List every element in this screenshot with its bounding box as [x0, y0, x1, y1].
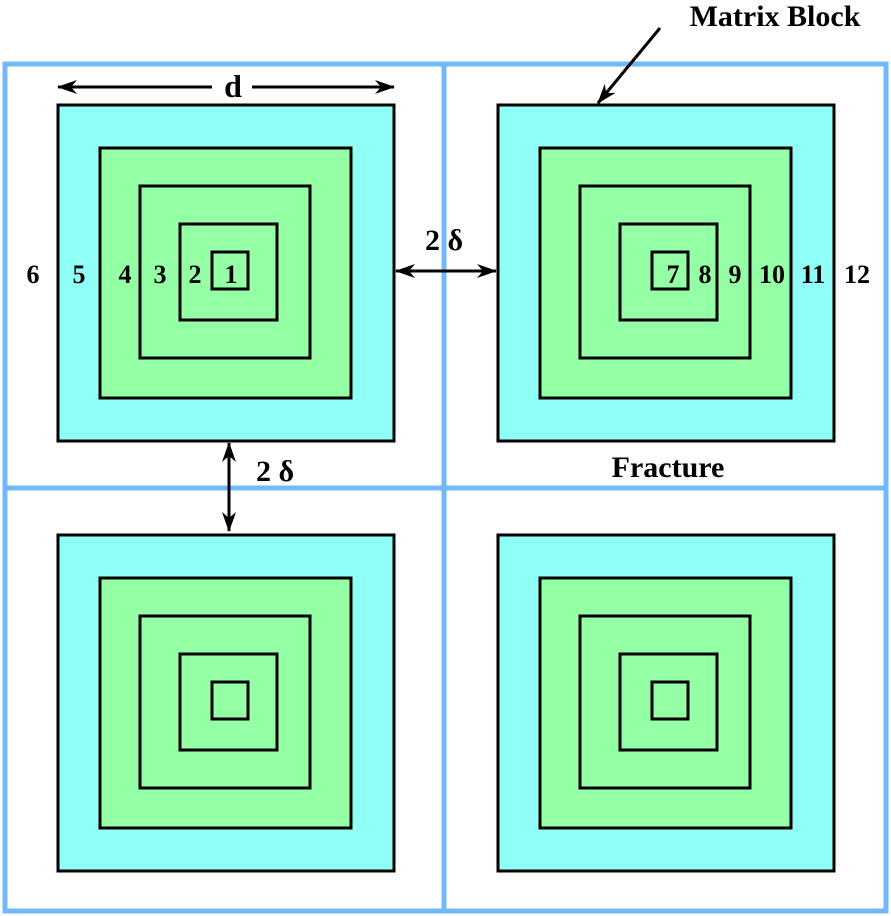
cell-number: 7: [667, 260, 680, 289]
matrix-shell-3: [578, 184, 752, 360]
cell-number: 3: [154, 260, 167, 289]
fracture-grid: [2, 61, 889, 914]
matrix-shell-5: [650, 680, 690, 721]
matrix-block: [496, 103, 836, 443]
dimension-d-label: d: [224, 68, 242, 104]
cell-number: 10: [759, 260, 785, 289]
matrix-block: [496, 533, 836, 873]
matrix-block-label: Matrix Block: [690, 0, 861, 33]
matrix-block: [56, 103, 396, 443]
matrix-shell-5: [210, 250, 250, 291]
gap-horizontal-label: 2 δ: [425, 224, 463, 257]
cell-number: 5: [73, 260, 86, 289]
cell-number: 4: [119, 260, 132, 289]
cell-number: 12: [844, 260, 870, 289]
cell-number: 8: [699, 260, 712, 289]
cell-number: 2: [189, 260, 202, 289]
cell-number: 11: [801, 260, 826, 289]
matrix-shell-4: [178, 652, 279, 752]
matrix-blocks: [56, 103, 836, 873]
cell-number: 6: [27, 260, 40, 289]
cell-number: 9: [729, 260, 742, 289]
matrix-block-pointer-arrow: [596, 27, 662, 104]
gap-vertical-label: 2 δ: [256, 455, 294, 488]
cell-number: 1: [225, 260, 238, 289]
fracture-label: Fracture: [612, 451, 725, 484]
matrix-shell-5: [650, 250, 690, 291]
matrix-block: [56, 533, 396, 873]
matrix-shell-5: [210, 680, 250, 721]
